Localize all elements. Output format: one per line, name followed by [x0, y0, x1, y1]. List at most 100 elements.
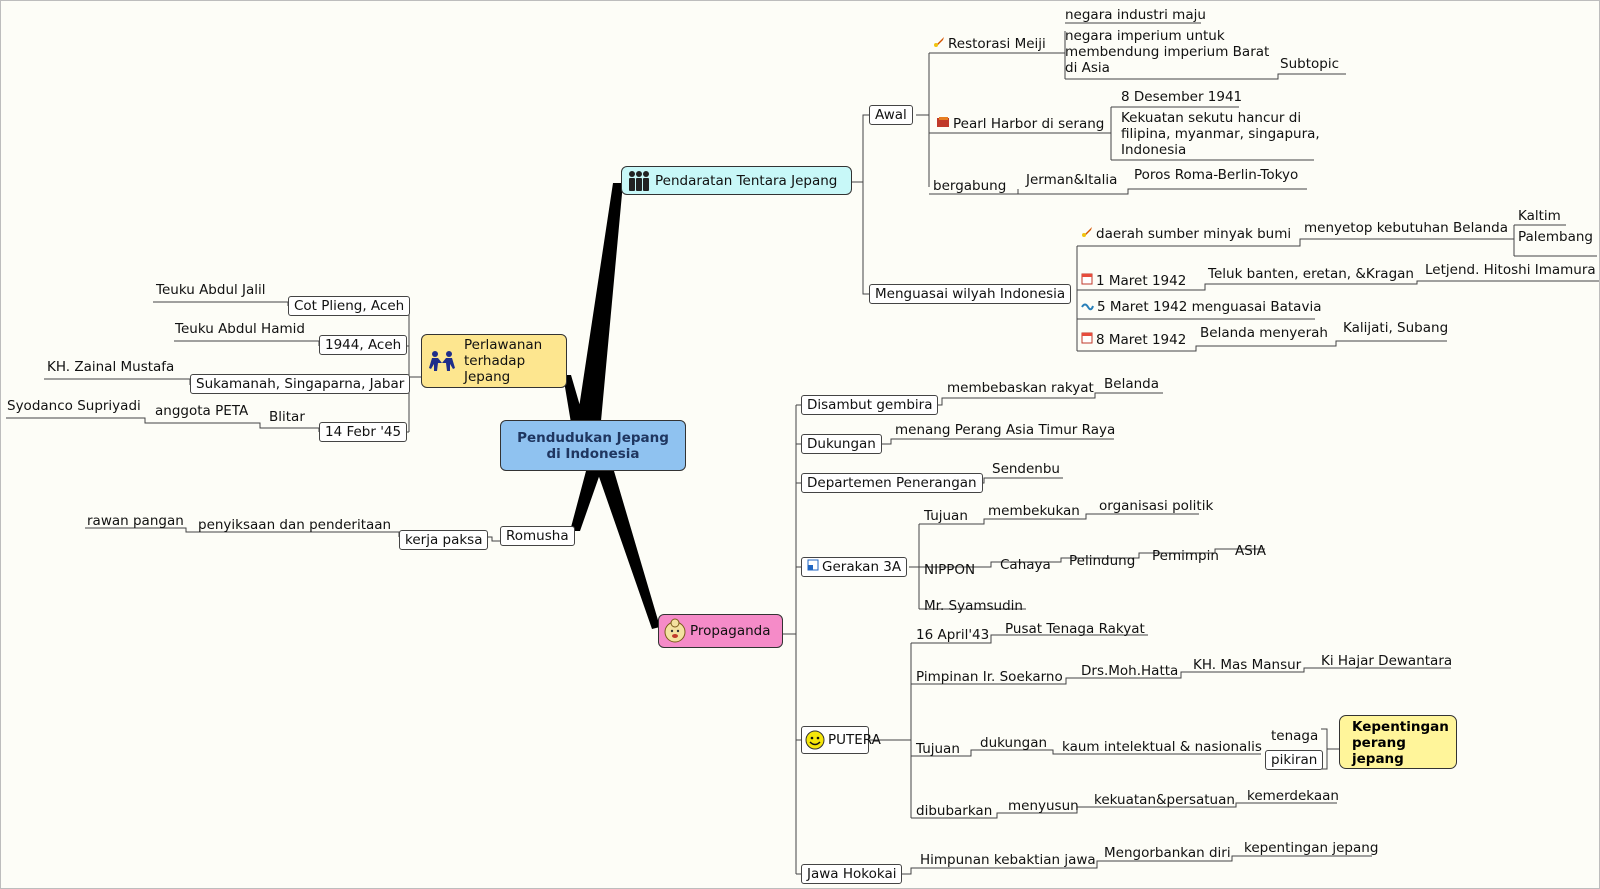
letjend-node[interactable]: Letjend. Hitoshi Imamura — [1425, 262, 1596, 278]
asia-node[interactable]: ASIA — [1235, 543, 1267, 559]
topic-perlawanan-line3: Jepang — [464, 369, 511, 385]
kepentingan-jepang-node[interactable]: kepentingan jepang — [1244, 840, 1379, 856]
kaum-node[interactable]: kaum intelektual & nasionalis — [1062, 739, 1262, 755]
bergabung-node[interactable]: bergabung — [933, 178, 1007, 194]
zainal-node[interactable]: KH. Zainal Mustafa — [47, 359, 175, 375]
topic-propaganda-label: Propaganda — [690, 623, 771, 639]
menguasai-node[interactable]: Menguasai wilyah Indonesia — [869, 284, 1072, 304]
belanda-menyerah-node[interactable]: Belanda menyerah — [1200, 325, 1328, 341]
maret8-node[interactable]: 8 Maret 1942 — [1081, 331, 1186, 348]
penyiksaan-node[interactable]: penyiksaan dan penderitaan — [198, 517, 392, 533]
supriyadi-node[interactable]: Syodanco Supriyadi — [7, 398, 141, 414]
teluk-node[interactable]: Teluk banten, eretan, &Kragan — [1208, 266, 1414, 282]
pemimpin-node[interactable]: Pemimpin — [1152, 548, 1219, 564]
april-node[interactable]: 16 April'43 — [916, 627, 990, 643]
topic-perlawanan-line2: terhadap — [464, 353, 526, 369]
center-line2: di Indonesia — [546, 445, 640, 462]
awal-node[interactable]: Awal — [869, 105, 913, 125]
himpunan-node[interactable]: Himpunan kebaktian jawa — [920, 852, 1096, 868]
putera-node[interactable]: PUTERA — [801, 726, 881, 754]
tujuan-putera-node[interactable]: Tujuan — [916, 741, 960, 757]
nippon-node[interactable]: NIPPON — [924, 562, 976, 578]
negara-industri-node[interactable]: negara industri maju — [1065, 7, 1206, 23]
menang-node[interactable]: menang Perang Asia Timur Raya — [895, 422, 1116, 438]
calendar-icon — [1081, 272, 1093, 285]
disambut-node[interactable]: Disambut gembira — [801, 395, 939, 415]
sendenbu-node[interactable]: Sendenbu — [992, 461, 1060, 477]
peta-node[interactable]: anggota PETA — [155, 403, 249, 419]
jawa-hokokai-node[interactable]: Jawa Hokokai — [801, 864, 903, 884]
teuku-hamid-node[interactable]: Teuku Abdul Hamid — [175, 321, 305, 337]
pikiran-node[interactable]: pikiran — [1265, 750, 1324, 770]
branch-romusha — [570, 471, 601, 531]
topic-perlawanan[interactable]: Perlawanan terhadap Jepang — [421, 334, 567, 388]
departemen-node[interactable]: Departemen Penerangan — [801, 473, 983, 493]
dukungan-node[interactable]: Dukungan — [801, 434, 882, 454]
membebaskan-node[interactable]: membebaskan rakyat — [947, 380, 1094, 396]
dukungan-putera-node[interactable]: dukungan — [980, 735, 1048, 751]
note-icon — [807, 559, 819, 571]
menyetop-node[interactable]: menyetop kebutuhan Belanda — [1304, 220, 1509, 236]
poros-node[interactable]: Poros Roma-Berlin-Tokyo — [1134, 167, 1299, 183]
rocket-icon — [933, 36, 945, 48]
gerakan-3a-node[interactable]: Gerakan 3A — [801, 557, 908, 577]
desember-node[interactable]: 8 Desember 1941 — [1121, 89, 1243, 105]
kemerdekaan-node[interactable]: kemerdekaan — [1247, 788, 1339, 804]
smiley-icon — [805, 730, 825, 750]
kerja-paksa-node[interactable]: kerja paksa — [399, 530, 489, 550]
daerah-minyak-node[interactable]: daerah sumber minyak bumi — [1081, 226, 1291, 242]
restorasi-node[interactable]: Restorasi Meiji — [933, 36, 1046, 52]
negara-imperium-node[interactable]: negara imperium untuk membendung imperiu… — [1065, 28, 1270, 76]
topic-romusha[interactable]: Romusha — [500, 526, 575, 546]
jerman-node[interactable]: Jerman&Italia — [1026, 172, 1118, 188]
tujuan-3a-node[interactable]: Tujuan — [924, 508, 968, 524]
branch-perlawanan — [563, 375, 585, 423]
topic-propaganda[interactable]: Propaganda — [658, 614, 783, 648]
kekuatan-sekutu-node[interactable]: Kekuatan sekutu hancur di filipina, myan… — [1121, 110, 1320, 158]
kaltim-node[interactable]: Kaltim — [1518, 208, 1561, 224]
pimpinan-node[interactable]: Pimpinan Ir. Soekarno — [916, 669, 1063, 685]
mansur-node[interactable]: KH. Mas Mansur — [1193, 657, 1302, 673]
rawan-pangan-node[interactable]: rawan pangan — [87, 513, 184, 529]
mengorbankan-node[interactable]: Mengorbankan diri — [1104, 845, 1231, 861]
cahaya-node[interactable]: Cahaya — [1000, 557, 1051, 573]
fighters-icon — [428, 349, 456, 373]
topic-pendaratan[interactable]: Pendaratan Tentara Jepang — [621, 166, 852, 195]
rocket-icon — [1081, 226, 1093, 238]
pusat-node[interactable]: Pusat Tenaga Rakyat — [1005, 621, 1145, 637]
febr-node[interactable]: 14 Febr '45 — [319, 422, 408, 442]
dibubarkan-node[interactable]: dibubarkan — [916, 803, 993, 819]
speaker-icon — [663, 618, 687, 644]
dewantara-node[interactable]: Ki Hajar Dewantara — [1321, 653, 1453, 669]
cot-plieng-node[interactable]: Cot Plieng, Aceh — [288, 296, 411, 316]
topic-pendaratan-label: Pendaratan Tentara Jepang — [655, 172, 838, 189]
teuku-jalil-node[interactable]: Teuku Abdul Jalil — [156, 282, 266, 298]
tenaga-node[interactable]: tenaga — [1271, 728, 1319, 744]
kekuatan-persatuan-node[interactable]: kekuatan&persatuan — [1094, 792, 1235, 808]
membekukan-node[interactable]: membekukan — [988, 503, 1080, 519]
book-icon — [936, 116, 950, 128]
subtopic-node[interactable]: Subtopic — [1280, 56, 1339, 72]
wave-icon — [1081, 301, 1094, 311]
maret1-node[interactable]: 1 Maret 1942 — [1081, 272, 1186, 289]
central-topic[interactable]: Pendudukan Jepang di Indonesia — [500, 420, 686, 471]
center-line1: Pendudukan Jepang — [517, 429, 669, 446]
menyusun-node[interactable]: menyusun — [1008, 798, 1079, 814]
maret5-node[interactable]: 5 Maret 1942 menguasai Batavia — [1081, 299, 1321, 315]
aceh-1944-node[interactable]: 1944, Aceh — [319, 335, 408, 355]
pelindung-node[interactable]: Pelindung — [1069, 553, 1136, 569]
organisasi-node[interactable]: organisasi politik — [1099, 498, 1214, 514]
kepentingan-perang-node[interactable]: Kepentingan perang jepang — [1339, 715, 1457, 769]
calendar-icon — [1081, 331, 1093, 344]
syamsudin-node[interactable]: Mr. Syamsudin — [924, 598, 1023, 614]
hatta-node[interactable]: Drs.Moh.Hatta — [1081, 663, 1179, 679]
palembang-node[interactable]: Palembang — [1518, 229, 1593, 245]
sukamanah-node[interactable]: Sukamanah, Singaparna, Jabar — [190, 374, 411, 394]
topic-perlawanan-line1: Perlawanan — [464, 337, 543, 353]
kalijati-node[interactable]: Kalijati, Subang — [1343, 320, 1449, 336]
pearl-harbor-node[interactable]: Pearl Harbor di serang — [936, 116, 1104, 132]
belanda-node[interactable]: Belanda — [1104, 376, 1159, 392]
blitar-node[interactable]: Blitar — [269, 409, 305, 425]
